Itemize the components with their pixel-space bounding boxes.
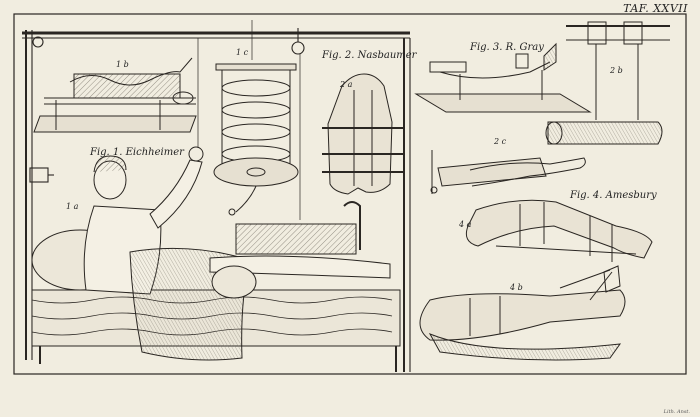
fig4b-lower-leg: [419, 265, 626, 361]
label-1b: 1 b: [116, 60, 129, 69]
fig4-title: Fig. 4. Amesbury: [570, 190, 657, 201]
fig3-gray-legrest: [414, 42, 592, 113]
fig4a-amesbury-leg: [465, 199, 653, 262]
plate-number: TAF. XXVII: [623, 2, 688, 15]
fig2-title: Fig. 2. Nasbaumer: [322, 50, 417, 61]
printer-credit: Lith. Anst.: [663, 409, 690, 415]
fig1a-patient-bed: [31, 146, 401, 372]
fig3-title: Fig. 3. R. Gray: [470, 42, 544, 53]
fig2c-arm-trough: [430, 150, 586, 194]
label-1a: 1 a: [66, 202, 79, 211]
label-4b: 4 b: [510, 283, 523, 292]
fig1c-wheel-frame: [213, 63, 299, 216]
fig1-title: Fig. 1. Eichheimer: [90, 147, 184, 158]
label-2a: 2 a: [340, 80, 353, 89]
label-2b: 2 b: [610, 66, 623, 75]
plate-border: [13, 13, 687, 375]
label-1c: 1 c: [236, 48, 249, 57]
fig2a-spine-splint: [322, 73, 404, 195]
label-4a: 4 a: [459, 220, 472, 229]
fig2b-limb-frame: [545, 21, 670, 145]
fig1b-cradle-splint: [33, 57, 197, 133]
label-2c: 2 c: [494, 137, 507, 146]
